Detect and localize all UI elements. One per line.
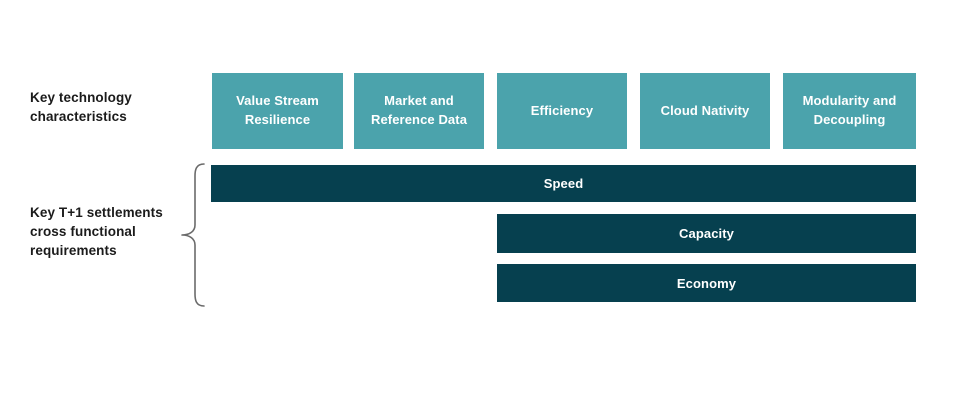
row-label-key-technology-characteristics: Key technology characteristics bbox=[30, 90, 132, 125]
requirement-bar-capacity[interactable]: Capacity bbox=[497, 214, 916, 253]
left-curly-brace-icon bbox=[181, 163, 205, 307]
characteristic-box-value-stream-resilience[interactable]: Value Stream Resilience bbox=[212, 73, 343, 149]
characteristic-box-modularity-and-decoupling[interactable]: Modularity and Decoupling bbox=[783, 73, 916, 149]
characteristic-box-market-and-reference-data[interactable]: Market and Reference Data bbox=[354, 73, 484, 149]
requirement-bar-economy[interactable]: Economy bbox=[497, 264, 916, 302]
characteristic-box-efficiency[interactable]: Efficiency bbox=[497, 73, 627, 149]
characteristic-box-cloud-nativity[interactable]: Cloud Nativity bbox=[640, 73, 770, 149]
requirement-bar-speed[interactable]: Speed bbox=[211, 165, 916, 202]
row-label-key-t1-settlements-cross-functional-requirements: Key T+1 settlements cross functional req… bbox=[30, 205, 163, 259]
